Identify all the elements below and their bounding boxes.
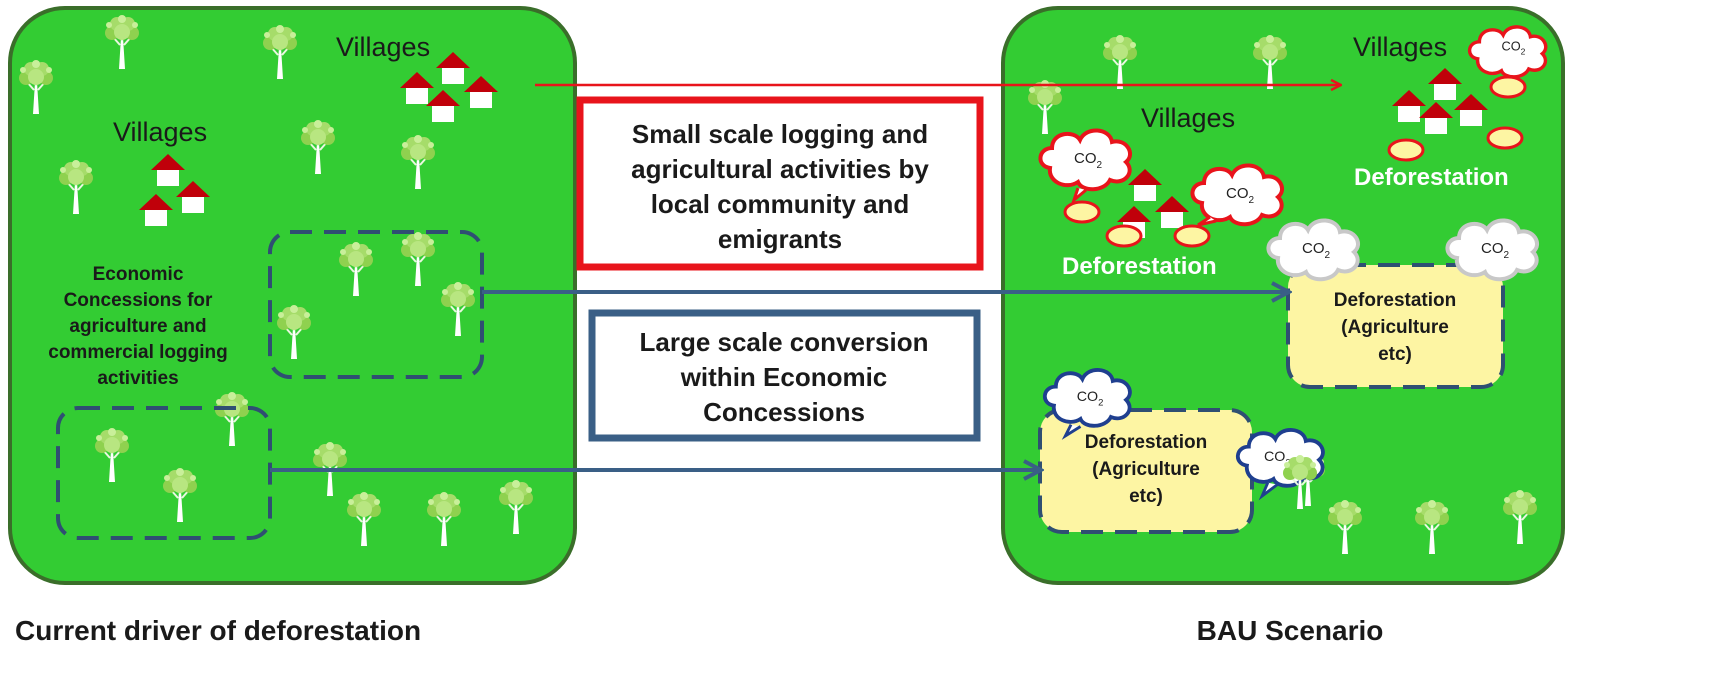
concession-zone-lower xyxy=(56,406,272,540)
right-clearings-top xyxy=(1387,75,1527,162)
co2-cloud-red-3: CO2 xyxy=(1467,25,1548,79)
svg-text:within Economic: within Economic xyxy=(680,362,888,392)
svg-text:CO2: CO2 xyxy=(1074,150,1103,171)
svg-text:agriculture and: agriculture and xyxy=(69,316,206,337)
svg-text:Economic: Economic xyxy=(93,264,184,285)
svg-text:commercial logging: commercial logging xyxy=(48,342,227,363)
svg-text:Large scale conversion: Large scale conversion xyxy=(639,327,928,357)
right-caption: BAU Scenario xyxy=(1197,615,1384,646)
svg-text:(Agriculture: (Agriculture xyxy=(1092,459,1200,480)
small-scale-box-text: Small scale logging and agricultural act… xyxy=(631,119,929,254)
svg-text:etc): etc) xyxy=(1129,486,1163,507)
concession-zone-upper xyxy=(268,230,484,379)
deforestation-box-lower-text: Deforestation (Agriculture etc) xyxy=(1085,432,1207,507)
svg-text:agricultural activities by: agricultural activities by xyxy=(631,154,929,184)
co2-cloud-grey-1: CO2 xyxy=(1266,218,1361,282)
svg-text:CO2: CO2 xyxy=(1077,389,1104,409)
large-scale-box xyxy=(588,309,981,442)
co2-cloud-red-1: CO2 xyxy=(1038,128,1133,205)
svg-text:Concessions: Concessions xyxy=(703,397,865,427)
co2-cloud-red-2: CO2 xyxy=(1190,163,1285,227)
large-scale-box-text: Large scale conversion within Economic C… xyxy=(639,327,928,427)
right-deforestation-label-top: Deforestation xyxy=(1354,164,1509,191)
svg-text:local community and: local community and xyxy=(651,189,910,219)
left-villages-top-label: Villages xyxy=(336,32,430,62)
svg-text:emigrants: emigrants xyxy=(718,224,842,254)
left-villages-mid-label: Villages xyxy=(113,117,207,147)
svg-text:activities: activities xyxy=(97,368,178,389)
svg-text:CO2: CO2 xyxy=(1502,38,1526,56)
co2-cloud-blue-1: CO2 xyxy=(1042,368,1132,440)
svg-text:(Agriculture: (Agriculture xyxy=(1341,317,1449,338)
right-villages-top-label: Villages xyxy=(1353,32,1447,62)
svg-text:Small scale logging and: Small scale logging and xyxy=(632,119,928,149)
co2-cloud-grey-2: CO2 xyxy=(1445,218,1540,282)
deforestation-box-upper xyxy=(1286,263,1505,389)
svg-text:CO2: CO2 xyxy=(1226,185,1255,206)
right-clearings-mid xyxy=(1063,200,1211,248)
small-scale-box xyxy=(576,96,984,271)
svg-text:Deforestation: Deforestation xyxy=(1334,290,1456,311)
left-caption: Current driver of deforestation xyxy=(15,615,421,646)
svg-text:CO2: CO2 xyxy=(1481,240,1510,261)
right-deforestation-label-mid: Deforestation xyxy=(1062,253,1217,280)
svg-text:Concessions for: Concessions for xyxy=(64,290,213,311)
deforestation-box-upper-text: Deforestation (Agriculture etc) xyxy=(1334,290,1456,365)
svg-text:Deforestation: Deforestation xyxy=(1085,432,1207,453)
right-villages-mid-label: Villages xyxy=(1141,103,1235,133)
concessions-label: Economic Concessions for agriculture and… xyxy=(48,264,227,389)
svg-text:CO2: CO2 xyxy=(1302,240,1331,261)
svg-text:etc): etc) xyxy=(1378,344,1412,365)
